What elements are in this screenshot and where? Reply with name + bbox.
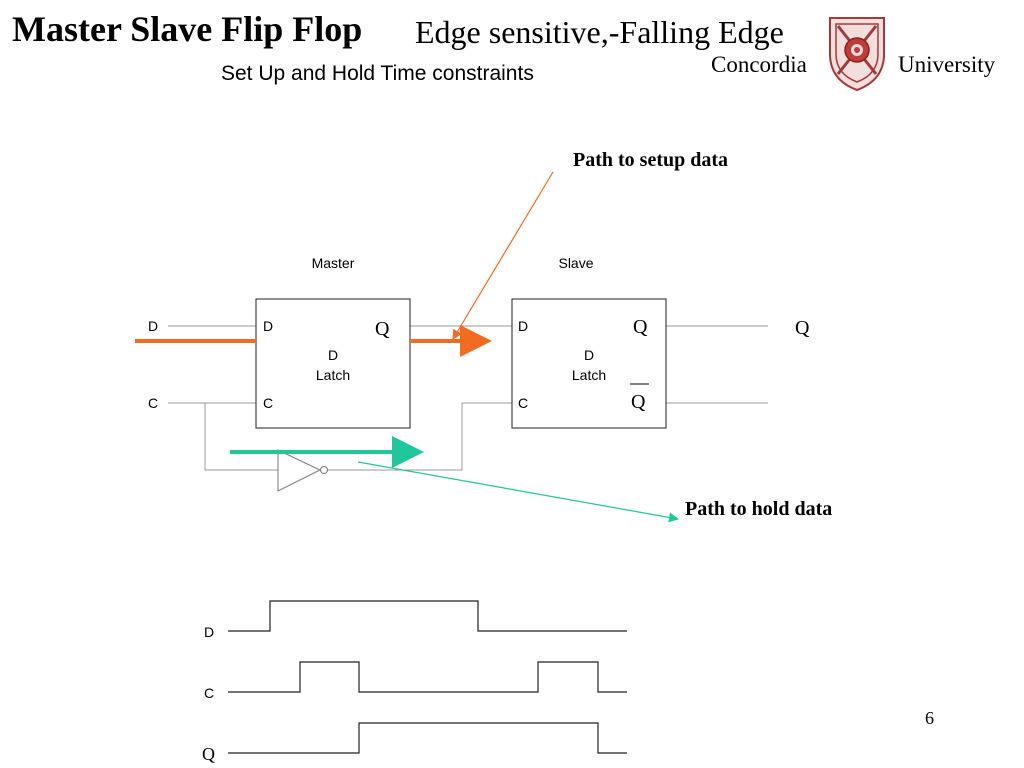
master-latch-box — [255, 298, 411, 429]
master-label: Master — [312, 255, 355, 271]
slave-out-qbar: Q — [631, 391, 646, 413]
wire-clock-branch — [204, 403, 278, 471]
slave-body-line1: D — [584, 347, 594, 363]
brand-concordia: Concordia — [711, 52, 807, 77]
concordia-crest-icon — [829, 17, 885, 92]
slide-title: Master Slave Flip Flop — [12, 9, 363, 49]
master-pin-c: C — [263, 395, 273, 411]
setup-callout-line — [452, 171, 554, 340]
setup-path-label: Path to setup data — [573, 149, 728, 171]
timing-wave-q — [228, 722, 627, 754]
input-c-label: C — [148, 395, 158, 411]
timing-wave-c — [228, 661, 627, 693]
timing-label-c: C — [204, 685, 214, 701]
timing-label-q: Q — [202, 744, 215, 764]
master-pin-d: D — [263, 318, 273, 334]
slave-out-q: Q — [633, 316, 648, 338]
slave-latch-box — [511, 298, 667, 429]
slave-body-line2: Latch — [572, 367, 606, 383]
master-body-line1: D — [328, 347, 338, 363]
slave-pin-c: C — [518, 395, 528, 411]
master-body-line2: Latch — [316, 367, 350, 383]
output-q-label: Q — [795, 317, 810, 339]
slave-label: Slave — [558, 255, 593, 271]
wire-inverted-clock — [328, 402, 512, 471]
hold-path-label: Path to hold data — [685, 498, 832, 520]
timing-diagram — [228, 600, 627, 754]
brand-university: University — [898, 52, 996, 77]
master-out-q: Q — [375, 318, 390, 340]
not-gate-icon — [277, 449, 328, 492]
hold-callout-line — [357, 461, 679, 523]
slave-pin-d: D — [518, 318, 528, 334]
timing-label-d: D — [204, 624, 214, 640]
slide-subtitle: Edge sensitive,-Falling Edge — [415, 14, 784, 50]
circuit-wires — [168, 325, 768, 471]
input-d-label: D — [148, 318, 158, 334]
page-number: 6 — [925, 708, 934, 728]
slide-caption: Set Up and Hold Time constraints — [221, 62, 534, 85]
timing-wave-d — [228, 600, 627, 632]
